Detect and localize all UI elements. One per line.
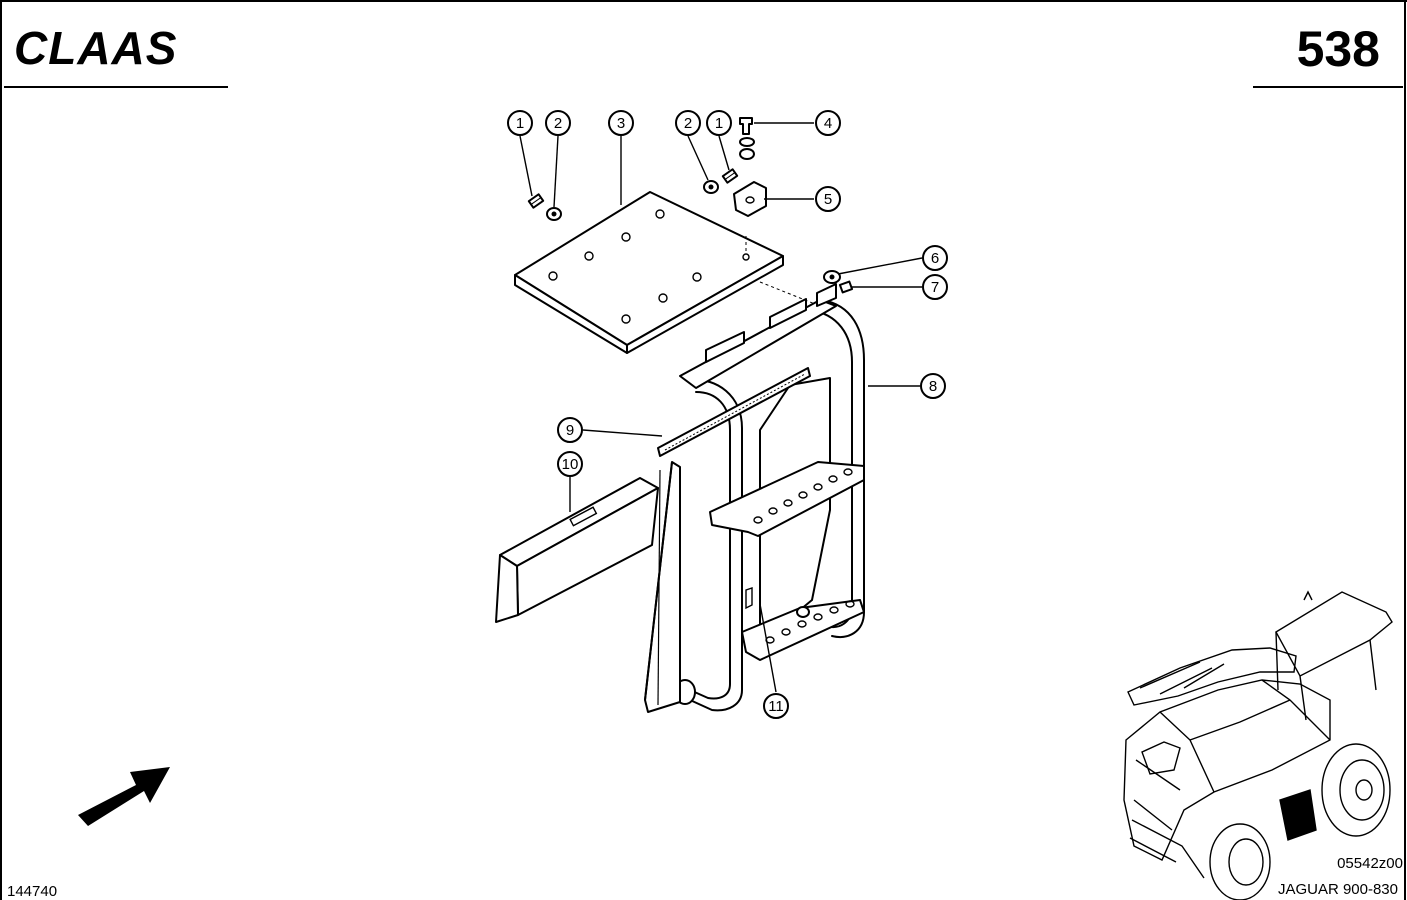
callout-markers: 1 2 3 2 1 4 5 6 7 8 9 10 11: [507, 110, 948, 719]
model-designation: JAGUAR 900-830: [1278, 881, 1398, 898]
svg-text:8: 8: [929, 378, 937, 395]
drawing-code: 05542z00: [1337, 855, 1403, 872]
ladder-step-upper: [709, 461, 865, 537]
brand-logo: CLAAS: [14, 22, 177, 74]
callout-9: 9: [557, 417, 583, 443]
callout-10: 10: [557, 451, 583, 477]
exploded-view: [495, 117, 865, 713]
svg-text:11: 11: [768, 698, 784, 715]
document-number: 144740: [7, 883, 57, 900]
svg-text:1: 1: [516, 115, 524, 132]
svg-text:1: 1: [715, 115, 723, 132]
callout-1a: 1: [507, 110, 533, 136]
callout-8: 8: [920, 373, 946, 399]
arrow-up-right-icon: [78, 767, 170, 826]
svg-text:4: 4: [824, 115, 832, 132]
svg-text:3: 3: [617, 115, 625, 132]
callout-2b: 2: [675, 110, 701, 136]
side-panel: [644, 461, 681, 713]
hardware-parts: [527, 117, 854, 294]
callout-1b: 1: [706, 110, 732, 136]
svg-text:2: 2: [554, 115, 562, 132]
footer: 144740 05542z00 JAGUAR 900-830: [7, 855, 1403, 900]
svg-text:5: 5: [824, 191, 832, 208]
callout-11: 11: [763, 693, 789, 719]
callout-4: 4: [815, 110, 841, 136]
svg-text:2: 2: [684, 115, 692, 132]
callout-3: 3: [608, 110, 634, 136]
leader-lines: [519, 122, 923, 693]
svg-text:7: 7: [931, 279, 939, 296]
callout-2a: 2: [545, 110, 571, 136]
forage-harvester-icon: [1123, 590, 1393, 900]
callout-6: 6: [922, 245, 948, 271]
ladder-frame: [674, 283, 865, 712]
ladder-step-lower: [741, 599, 865, 661]
callout-7: 7: [922, 274, 948, 300]
svg-text:6: 6: [931, 250, 939, 267]
svg-text:10: 10: [562, 456, 579, 473]
platform-plate: [514, 191, 821, 354]
cover-strip: [657, 367, 811, 457]
callout-5: 5: [815, 186, 841, 212]
svg-text:9: 9: [566, 422, 574, 439]
trim-piece: [495, 477, 659, 623]
page-number: 538: [1297, 21, 1380, 77]
